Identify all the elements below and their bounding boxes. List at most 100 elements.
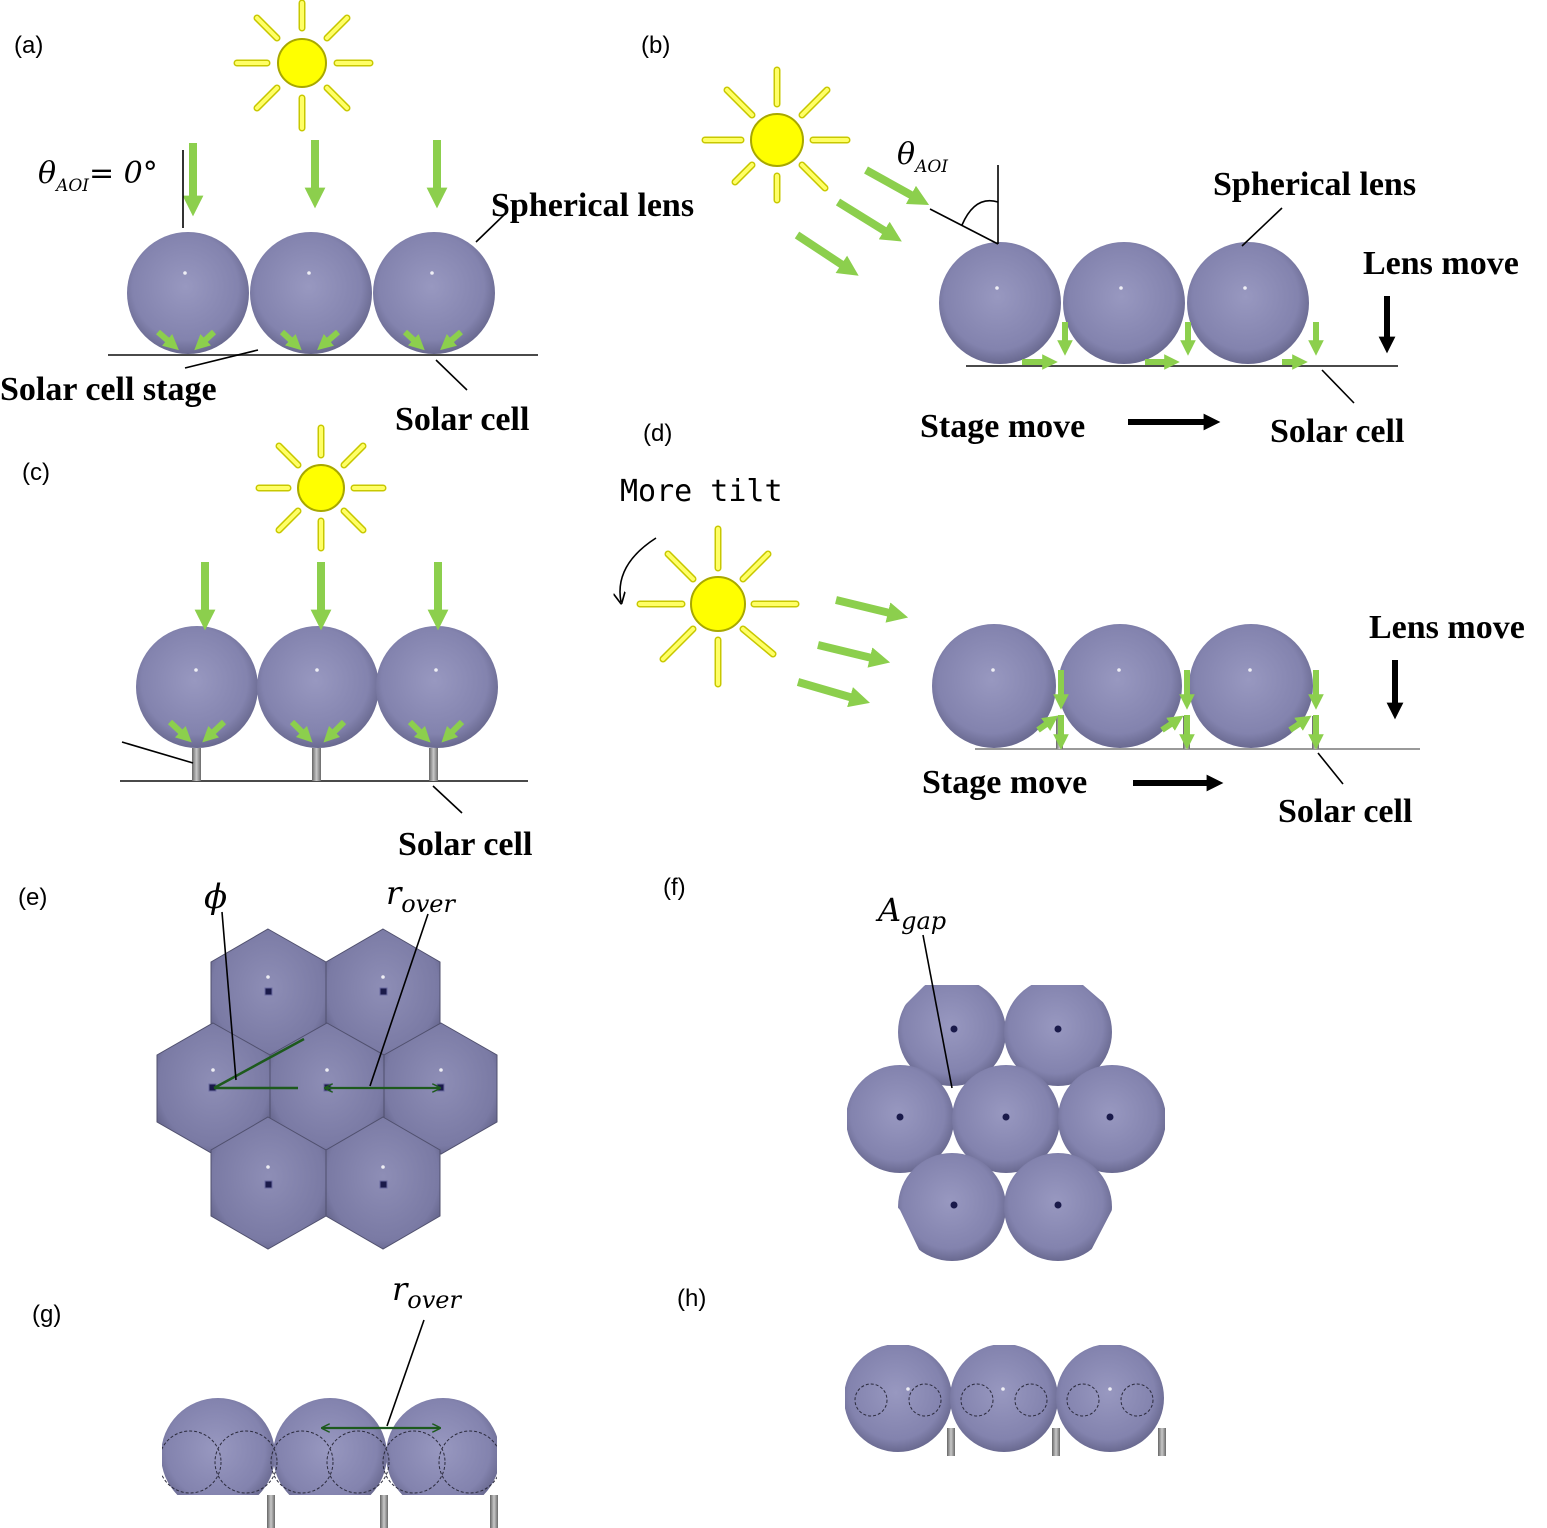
solar-cell-marker	[1054, 1201, 1062, 1209]
focused-light-arrow	[440, 329, 463, 351]
lens-outline	[162, 1430, 222, 1494]
panel-b-letter: (b)	[641, 32, 670, 59]
spherical-lens	[845, 1345, 952, 1452]
r-over-leader-line	[386, 1319, 425, 1427]
panel-e: ϕ rover	[156, 874, 498, 1250]
stage-move-label: Stage move	[922, 764, 1087, 801]
spherical-lens	[386, 1398, 497, 1495]
solar-cell-post	[1052, 1428, 1060, 1456]
focused-light-arrow	[279, 329, 302, 351]
spherical-lens	[136, 626, 258, 748]
solar-cell-marker	[264, 987, 273, 996]
phi-label: ϕ	[204, 877, 227, 917]
lens-outline	[214, 1430, 278, 1494]
lens-move-label: Lens move	[1369, 609, 1525, 646]
sun-icon	[636, 525, 800, 688]
solar-cell-stage-label: Solar cell stage	[0, 371, 217, 408]
lens-leader-line	[475, 212, 507, 243]
spherical-lens	[373, 232, 495, 354]
panel-h	[845, 1345, 1166, 1456]
r-over-label: rover	[386, 874, 457, 918]
light-arrow	[835, 596, 909, 623]
r-over-label: rover	[392, 1270, 463, 1314]
lens-move-label: Lens move	[1363, 245, 1519, 282]
spherical-lens	[376, 626, 498, 748]
focused-light-arrow	[194, 329, 217, 351]
focused-light-arrow	[1160, 715, 1184, 733]
solar-cell-post	[380, 1495, 388, 1528]
cell-leader-line	[1321, 369, 1355, 404]
light-arrow	[817, 641, 891, 668]
focused-light-arrow	[156, 329, 179, 351]
cell-leader-line	[1317, 752, 1344, 785]
panel-g-letter: (g)	[32, 1301, 61, 1328]
panel-f-letter: (f)	[663, 874, 686, 901]
lens-outline	[960, 1383, 994, 1417]
sun-icon	[255, 424, 387, 552]
focused-light-arrow	[289, 719, 313, 743]
panel-d-letter: (d)	[643, 420, 672, 447]
sun-icon	[701, 66, 851, 204]
panel-d: More tilt Lens move Stage move	[620, 474, 1525, 830]
focused-light-arrow	[407, 719, 431, 743]
spherical-lens-label: Spherical lens	[1213, 166, 1416, 203]
solar-cell-post	[947, 1428, 955, 1456]
r-over-leader-line	[369, 913, 429, 1087]
focused-light-arrow	[1288, 715, 1312, 733]
solar-cell-post	[490, 1495, 498, 1528]
aoi-angle-arc	[961, 200, 999, 226]
spherical-lens	[939, 242, 1061, 364]
lens-outline	[1120, 1383, 1154, 1417]
solar-cell-post	[192, 748, 201, 781]
stage-leader-line	[184, 349, 259, 369]
light-arrow	[794, 231, 859, 276]
focused-light-arrow	[167, 719, 192, 743]
lens-highlights	[183, 271, 1252, 1391]
solar-cell-post	[312, 748, 321, 781]
spherical-lens	[250, 232, 372, 354]
tilt-direction-arrow	[620, 537, 657, 602]
spherical-lens-label: Spherical lens	[491, 187, 694, 224]
focused-light-arrow	[323, 719, 347, 743]
phi-leader-line	[221, 911, 237, 1081]
spherical-lens	[257, 626, 379, 748]
spherical-lens	[1063, 242, 1185, 364]
focused-light-arrow	[441, 719, 465, 743]
solar-cell-label: Solar cell	[395, 401, 529, 438]
light-arrow	[864, 166, 930, 206]
solar-cell-post	[267, 1495, 275, 1528]
aoi-ray-line	[929, 208, 999, 245]
solar-cell-marker	[264, 1180, 273, 1189]
panel-a: θAOI= 0° Spherical lens Solar cell stage…	[0, 140, 694, 438]
panel-a-letter: (a)	[14, 32, 43, 59]
sun-icon	[233, 0, 374, 132]
light-arrow	[796, 678, 870, 708]
solar-cell-marker	[950, 1201, 958, 1209]
aoi-label: θAOI= 0°	[38, 156, 158, 196]
spherical-lens	[162, 1398, 275, 1495]
solar-cell-marker	[1002, 1113, 1010, 1121]
solar-cell-marker	[1106, 1113, 1114, 1121]
solar-cell-marker	[379, 987, 388, 996]
spherical-lens	[127, 232, 249, 354]
panel-f: Agap	[847, 891, 1165, 1261]
solar-cell-marker	[1054, 1025, 1062, 1033]
spherical-lens	[932, 624, 1056, 748]
stage-leader-line	[121, 741, 194, 764]
solar-cell-marker	[379, 1180, 388, 1189]
solar-cell-post	[1158, 1428, 1166, 1456]
spherical-lens	[1187, 242, 1309, 364]
solar-cell-label: Solar cell	[398, 826, 532, 863]
spherical-lens	[273, 1398, 387, 1495]
lens-outline	[270, 1430, 334, 1494]
cell-leader-line	[432, 785, 463, 814]
aoi-label: θAOI	[897, 137, 948, 177]
spherical-lens	[950, 1345, 1058, 1452]
solar-cell-label: Solar cell	[1270, 413, 1404, 450]
cell-leader-line	[435, 359, 468, 391]
lens-outline	[1014, 1383, 1048, 1417]
panel-c-letter: (c)	[22, 459, 50, 486]
lens-leader-line	[1241, 207, 1283, 247]
stage-move-label: Stage move	[920, 408, 1085, 445]
